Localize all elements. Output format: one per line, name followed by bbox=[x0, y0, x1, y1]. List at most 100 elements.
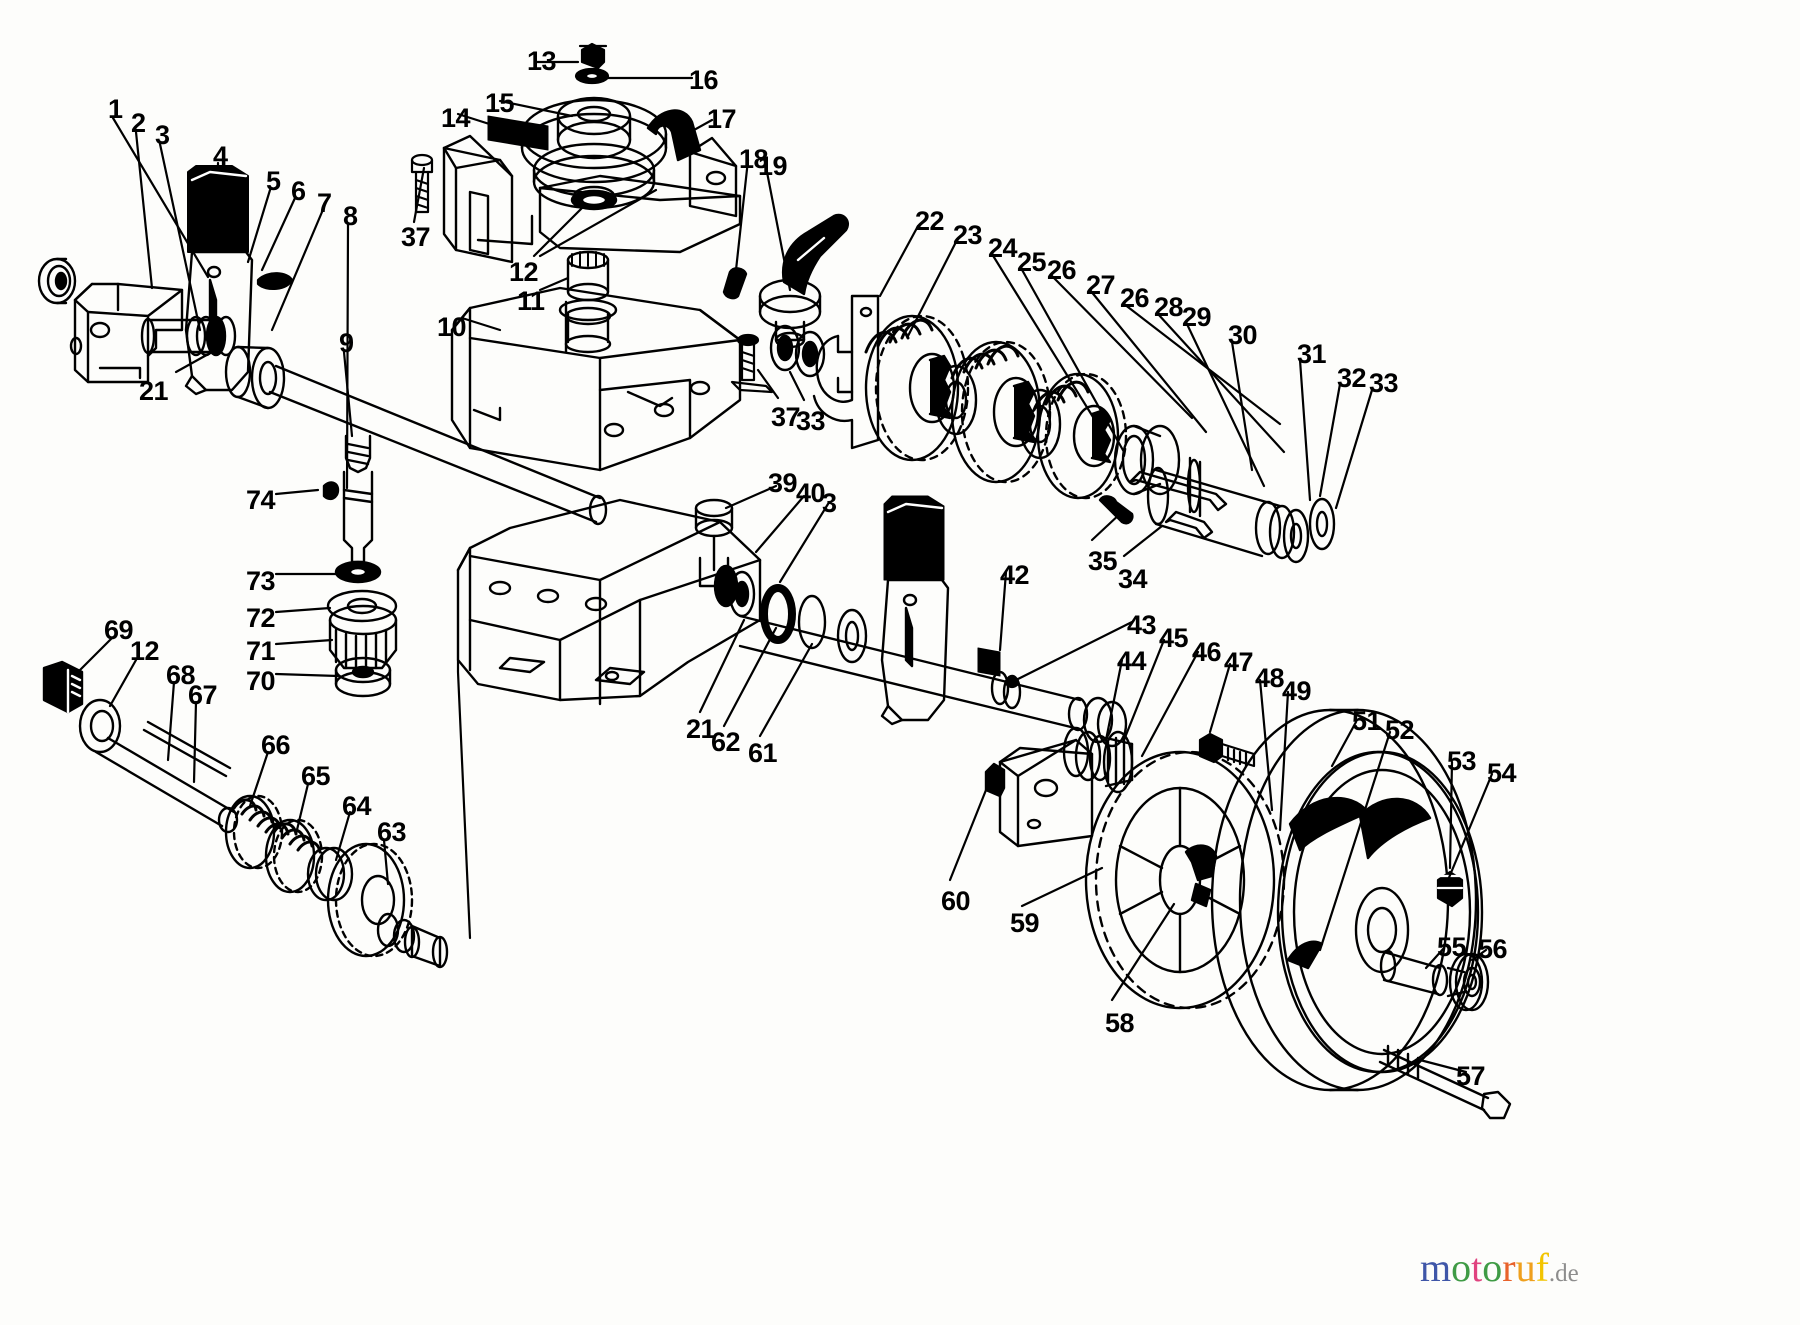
callout-53: 53 bbox=[1447, 746, 1477, 776]
watermark-letter: u bbox=[1515, 1245, 1536, 1290]
callout-29: 29 bbox=[1182, 302, 1212, 332]
callout-47: 47 bbox=[1224, 647, 1254, 677]
part-16-washer bbox=[574, 67, 610, 85]
part-37-screw-upper bbox=[410, 153, 434, 214]
callout-56: 56 bbox=[1478, 934, 1508, 964]
part-1-bushing bbox=[37, 257, 77, 305]
part-13-nut bbox=[578, 42, 608, 70]
callout-9: 9 bbox=[339, 328, 354, 358]
callout-57: 57 bbox=[1456, 1061, 1486, 1091]
callout-3: 3 bbox=[155, 120, 170, 150]
callout-70: 70 bbox=[246, 666, 276, 696]
leader-lines-37-33 bbox=[756, 368, 806, 402]
part-29-30-shaft bbox=[1146, 456, 1310, 564]
callout-67: 67 bbox=[188, 680, 218, 710]
watermark-letter: o bbox=[1482, 1245, 1503, 1290]
callout-33: 33 bbox=[796, 406, 826, 436]
callout-60: 60 bbox=[941, 886, 971, 916]
part-34-clip-lower bbox=[1164, 510, 1214, 540]
part-4-key-block bbox=[187, 165, 249, 253]
callout-39: 39 bbox=[768, 468, 798, 498]
callout-12: 12 bbox=[509, 257, 539, 287]
callout-59: 59 bbox=[1010, 908, 1040, 938]
callout-5: 5 bbox=[266, 166, 281, 196]
callout-7: 7 bbox=[317, 188, 332, 218]
part-37-screw-lower bbox=[730, 333, 774, 394]
callout-46: 46 bbox=[1192, 637, 1222, 667]
callout-45: 45 bbox=[1159, 623, 1189, 653]
callout-42: 42 bbox=[1000, 560, 1030, 590]
callout-23: 23 bbox=[953, 220, 983, 250]
callout-71: 71 bbox=[246, 636, 276, 666]
callout-33: 33 bbox=[1369, 368, 1399, 398]
callout-72: 72 bbox=[246, 603, 276, 633]
callout-25: 25 bbox=[1017, 247, 1047, 277]
part-35-roll-pin bbox=[1098, 495, 1134, 525]
part-2-bracket bbox=[69, 282, 184, 384]
callout-40: 40 bbox=[796, 478, 826, 508]
callout-2: 2 bbox=[131, 108, 146, 138]
callout-26: 26 bbox=[1047, 255, 1077, 285]
callout-65: 65 bbox=[301, 761, 331, 791]
callout-48: 48 bbox=[1255, 663, 1285, 693]
callout-27: 27 bbox=[1086, 270, 1116, 300]
callout-6: 6 bbox=[291, 176, 306, 206]
parts-55-56-axle bbox=[1379, 949, 1490, 1012]
callout-8: 8 bbox=[343, 201, 358, 231]
part-20-shift-plate bbox=[812, 294, 880, 450]
part-4-key-block-right bbox=[883, 495, 945, 581]
callout-17: 17 bbox=[707, 104, 737, 134]
callout-24: 24 bbox=[988, 233, 1018, 263]
watermark-letter: r bbox=[1502, 1245, 1516, 1290]
callout-51: 51 bbox=[1352, 706, 1382, 736]
part-5-plate-arm bbox=[184, 250, 254, 396]
callout-55: 55 bbox=[1437, 932, 1467, 962]
callout-14: 14 bbox=[441, 103, 471, 133]
callout-52: 52 bbox=[1385, 715, 1415, 745]
part-43-pin bbox=[1004, 620, 1134, 689]
callout-13: 13 bbox=[527, 46, 557, 76]
leader-lines-wheel bbox=[948, 570, 1494, 1074]
watermark-letter: t bbox=[1471, 1245, 1483, 1290]
callout-61: 61 bbox=[748, 738, 778, 768]
callout-69: 69 bbox=[104, 615, 134, 645]
callout-54: 54 bbox=[1487, 758, 1517, 788]
gear-stack bbox=[864, 314, 1181, 500]
parts-21-62-61-bushings bbox=[713, 564, 868, 664]
callout-3: 3 bbox=[822, 488, 837, 518]
callout-68: 68 bbox=[166, 660, 196, 690]
callout-35: 35 bbox=[1088, 546, 1118, 576]
parts-70-74-bevel-stack bbox=[322, 434, 398, 698]
callout-18: 18 bbox=[739, 144, 769, 174]
callout-22: 22 bbox=[915, 206, 945, 236]
callout-64: 64 bbox=[342, 791, 372, 821]
part-42-key bbox=[977, 647, 1001, 677]
callout-44: 44 bbox=[1117, 646, 1147, 676]
part-7-8-hub bbox=[224, 345, 286, 410]
part-12-shield bbox=[442, 134, 534, 264]
watermark-letter: f bbox=[1535, 1245, 1549, 1290]
callout-15: 15 bbox=[485, 88, 515, 118]
callout-32: 32 bbox=[1337, 363, 1367, 393]
watermark-letter: m bbox=[1420, 1245, 1452, 1290]
callout-73: 73 bbox=[246, 566, 276, 596]
callout-21: 21 bbox=[139, 376, 169, 406]
callout-1: 1 bbox=[108, 94, 123, 124]
part-17-mount-plate bbox=[538, 174, 742, 254]
callout-16: 16 bbox=[689, 65, 719, 95]
watermark-letter: o bbox=[1451, 1245, 1472, 1290]
part-14-key bbox=[487, 115, 549, 151]
watermark-motoruf: motoruf.de bbox=[1420, 1248, 1579, 1288]
callout-21: 21 bbox=[686, 714, 716, 744]
callout-43: 43 bbox=[1127, 610, 1157, 640]
part-33-washers bbox=[769, 324, 826, 378]
part-5-plate-arm-right bbox=[880, 578, 950, 726]
callout-30: 30 bbox=[1228, 320, 1258, 350]
callout-26: 26 bbox=[1120, 283, 1150, 313]
leader-lines-gears bbox=[878, 224, 1374, 558]
parts-31-32-33-washers bbox=[1308, 497, 1336, 551]
part-30-clip-upper bbox=[1128, 470, 1228, 512]
callout-12: 12 bbox=[130, 636, 160, 666]
leader-lines-bottom-left bbox=[76, 636, 390, 886]
